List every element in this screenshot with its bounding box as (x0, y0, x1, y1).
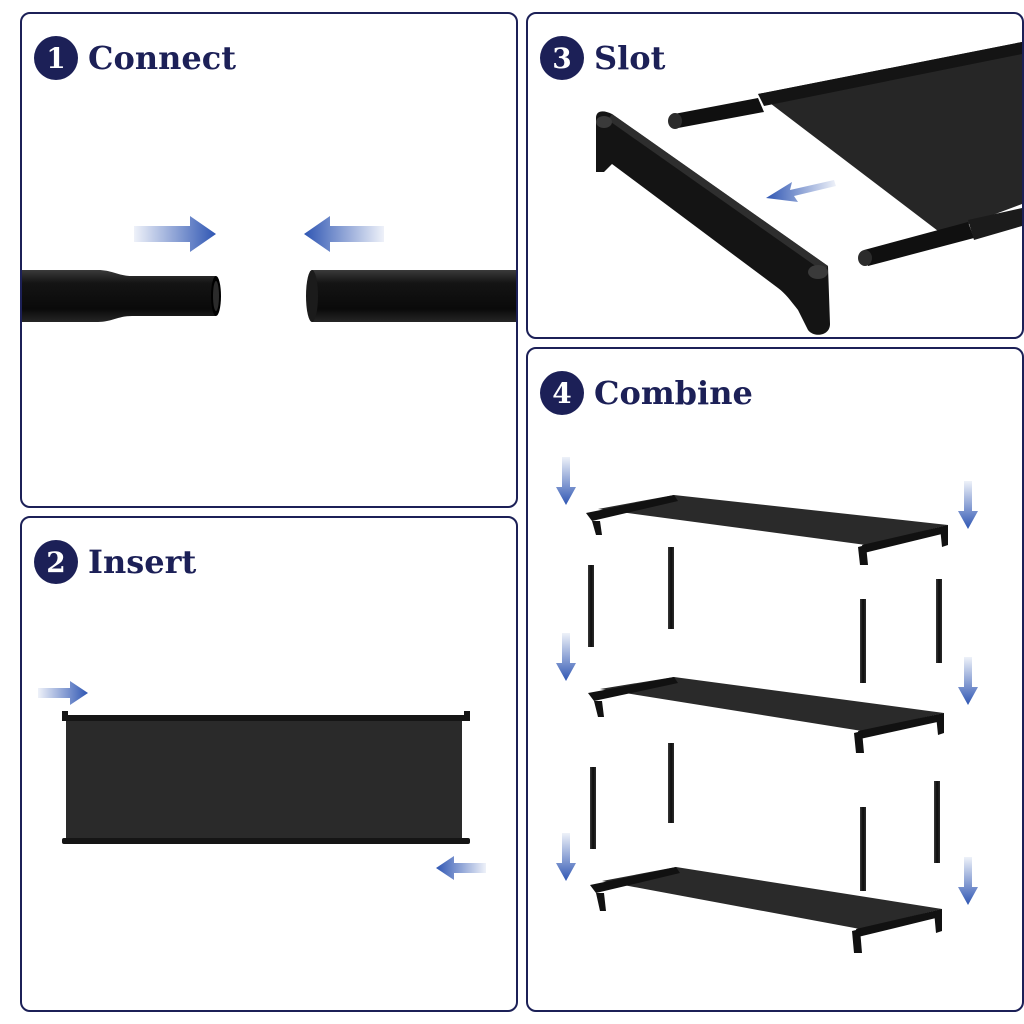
pole (588, 565, 594, 647)
shelf-stack-illustration (556, 457, 978, 953)
pole (590, 767, 596, 849)
pole (936, 579, 942, 663)
arrow-left-icon (436, 856, 486, 880)
tube-left (22, 270, 221, 322)
tube-right (306, 270, 516, 322)
fabric-panel (62, 711, 470, 844)
rod-lower (858, 208, 1022, 266)
step-1-badge: 1 (34, 36, 78, 80)
arrow-down-icon (958, 857, 978, 905)
step-2-header: 2 Insert (34, 540, 196, 584)
step-1-panel: 1 Connect (20, 12, 518, 508)
arrow-left-icon (766, 180, 836, 202)
pole (668, 547, 674, 629)
step-4-header: 4 Combine (540, 371, 753, 415)
fabric-sheet (758, 42, 1022, 234)
tube-connect-illustration (22, 216, 516, 322)
arrow-right-icon (134, 216, 216, 252)
step-1-title: Connect (88, 39, 236, 77)
arrow-down-icon (556, 457, 576, 505)
shelf-top (586, 495, 948, 565)
step-2-title: Insert (88, 543, 197, 581)
step-1-header: 1 Connect (34, 36, 236, 80)
arrow-down-icon (958, 481, 978, 529)
shelf-bottom (590, 867, 942, 953)
step-3-panel: 3 Slot (526, 12, 1024, 339)
shelf-middle (588, 677, 944, 753)
pole (668, 743, 674, 823)
arrow-down-icon (958, 657, 978, 705)
step-2-badge: 2 (34, 540, 78, 584)
step-4-badge: 4 (540, 371, 584, 415)
step-2-panel: 2 Insert (20, 516, 518, 1012)
arrow-left-icon (304, 216, 384, 252)
arrow-down-icon (556, 833, 576, 881)
arrow-right-icon (38, 681, 88, 705)
step-3-badge: 3 (540, 36, 584, 80)
slot-illustration (596, 42, 1022, 335)
rod-upper (668, 98, 764, 129)
pole (860, 807, 866, 891)
pole (934, 781, 940, 863)
end-bracket (596, 111, 830, 335)
pole (860, 599, 866, 683)
step-3-header: 3 Slot (540, 36, 665, 80)
arrow-down-icon (556, 633, 576, 681)
step-4-panel: 4 Combine (526, 347, 1024, 1012)
fabric-insert-illustration (38, 681, 486, 880)
step-3-title: Slot (594, 39, 666, 77)
step-4-title: Combine (594, 374, 753, 412)
